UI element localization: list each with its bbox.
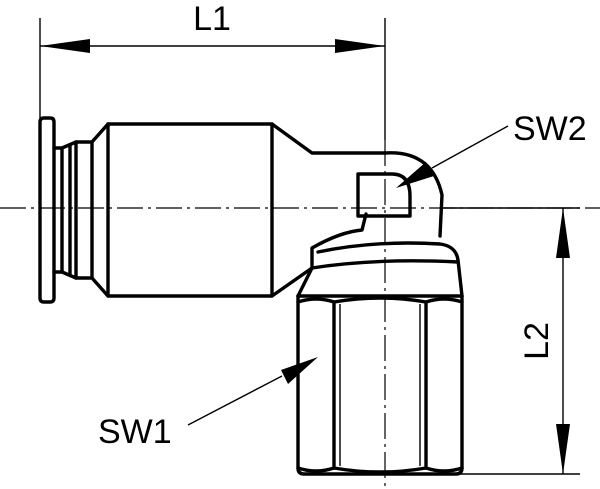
elbow-section: [310, 151, 444, 270]
leader-sw2: SW2: [396, 110, 587, 188]
l1-label: L1: [193, 0, 231, 38]
l1-arrow-left: [40, 39, 90, 53]
l2-arrow-top: [556, 208, 570, 258]
hex-chamfer: [296, 241, 464, 298]
hex-body: [296, 294, 464, 476]
sw2-label: SW2: [513, 110, 587, 148]
leader-sw1: SW1: [98, 357, 318, 451]
l2-label: L2: [518, 322, 556, 360]
dimension-l1: L1: [39, 0, 386, 140]
dimension-l2: L2: [440, 207, 580, 475]
sw1-label: SW1: [98, 413, 172, 451]
l2-arrow-bottom: [556, 424, 570, 474]
sw2-wrench-flat: [356, 172, 412, 218]
sw2-leader-line: [431, 125, 509, 169]
collet-flange: [38, 116, 78, 304]
sw1-leader-line: [187, 375, 283, 426]
main-body: [74, 122, 387, 298]
l1-arrow-right: [335, 39, 385, 53]
